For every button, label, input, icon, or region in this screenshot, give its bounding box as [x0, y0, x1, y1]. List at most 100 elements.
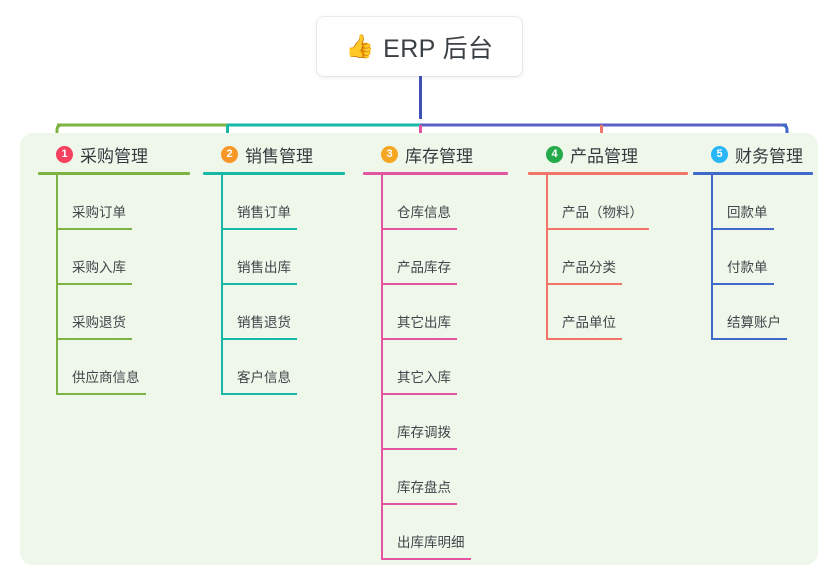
item-label: 其它出库 [397, 315, 451, 330]
connector-left-elbow [55, 123, 63, 160]
list-item[interactable]: 产品库存 [363, 230, 508, 285]
item-rule [381, 228, 457, 230]
item-label: 库存盘点 [397, 480, 451, 495]
column-spine-product [546, 175, 548, 340]
list-item[interactable]: 销售订单 [203, 175, 345, 230]
column-badge-1: 1 [56, 145, 73, 163]
list-item[interactable]: 销售出库 [203, 230, 345, 285]
item-label: 客户信息 [237, 370, 291, 385]
list-item[interactable]: 采购订单 [38, 175, 190, 230]
item-label: 销售出库 [237, 260, 291, 275]
item-rule [56, 228, 132, 230]
column-items-finance: 回款单 付款单 结算账户 [693, 175, 813, 340]
list-item[interactable]: 库存调拨 [363, 395, 508, 450]
item-label: 库存调拨 [397, 425, 451, 440]
item-rule [711, 283, 774, 285]
column-header-finance[interactable]: 5 财务管理 [693, 141, 813, 167]
item-rule [221, 338, 297, 340]
item-rule [221, 283, 297, 285]
column-items-sales: 销售订单 销售出库 销售退货 客户信息 [203, 175, 345, 395]
list-item[interactable]: 客户信息 [203, 340, 345, 395]
thumbs-up-icon: 👍 [345, 33, 375, 59]
column-purchase: 1 采购管理 采购订单 采购入库 采购退货 供应商信 [38, 141, 190, 395]
root-node-card[interactable]: 👍 ERP 后台 [317, 17, 522, 76]
list-item[interactable]: 销售退货 [203, 285, 345, 340]
column-header-product[interactable]: 4 产品管理 [528, 141, 688, 167]
list-item[interactable]: 采购退货 [38, 285, 190, 340]
column-header-sales[interactable]: 2 销售管理 [203, 141, 345, 167]
column-inventory: 3 库存管理 仓库信息 产品库存 其它出库 其它入库 [363, 141, 508, 560]
list-item[interactable]: 付款单 [693, 230, 813, 285]
column-rule-finance [693, 172, 813, 175]
item-rule [381, 283, 457, 285]
item-label: 其它入库 [397, 370, 451, 385]
column-spine-sales [221, 175, 223, 395]
list-item[interactable]: 其它入库 [363, 340, 508, 395]
list-item[interactable]: 供应商信息 [38, 340, 190, 395]
item-rule [381, 448, 457, 450]
item-label: 销售退货 [237, 315, 291, 330]
root-node-content: 👍 ERP 后台 [346, 29, 494, 65]
column-badge-2: 2 [221, 145, 238, 163]
item-rule [381, 503, 457, 505]
connector-right-elbow [781, 123, 789, 160]
item-label: 仓库信息 [397, 205, 451, 220]
item-rule [546, 338, 622, 340]
column-rule-inventory [363, 172, 508, 175]
item-rule [711, 338, 787, 340]
list-item[interactable]: 库存盘点 [363, 450, 508, 505]
item-label: 出库库明细 [397, 535, 465, 550]
item-label: 采购订单 [72, 205, 126, 220]
list-item[interactable]: 采购入库 [38, 230, 190, 285]
column-spine-purchase [56, 175, 58, 395]
item-label: 采购入库 [72, 260, 126, 275]
item-label: 产品单位 [562, 315, 616, 330]
list-item[interactable]: 产品（物料） [528, 175, 688, 230]
item-label: 结算账户 [727, 315, 781, 330]
item-rule [546, 228, 649, 230]
list-item[interactable]: 产品单位 [528, 285, 688, 340]
list-item[interactable]: 回款单 [693, 175, 813, 230]
item-rule [546, 283, 622, 285]
column-header-purchase[interactable]: 1 采购管理 [38, 141, 190, 167]
page-title: ERP 后台 [383, 34, 494, 63]
item-rule [221, 393, 297, 395]
list-item[interactable]: 结算账户 [693, 285, 813, 340]
column-items-product: 产品（物料） 产品分类 产品单位 [528, 175, 688, 340]
item-rule [56, 338, 132, 340]
column-items-purchase: 采购订单 采购入库 采购退货 供应商信息 [38, 175, 190, 395]
item-rule [381, 558, 471, 560]
item-label: 产品分类 [562, 260, 616, 275]
item-rule [711, 228, 774, 230]
column-header-inventory[interactable]: 3 库存管理 [363, 141, 508, 167]
item-label: 采购退货 [72, 315, 126, 330]
column-product: 4 产品管理 产品（物料） 产品分类 产品单位 [528, 141, 688, 340]
column-title-product: 产品管理 [570, 146, 638, 166]
item-rule [56, 283, 132, 285]
item-label: 付款单 [727, 260, 768, 275]
item-label: 产品（物料） [562, 205, 643, 220]
column-finance: 5 财务管理 回款单 付款单 结算账户 [693, 141, 813, 340]
list-item[interactable]: 出库库明细 [363, 505, 508, 560]
item-label: 销售订单 [237, 205, 291, 220]
column-items-inventory: 仓库信息 产品库存 其它出库 其它入库 库存调拨 [363, 175, 508, 560]
column-sales: 2 销售管理 销售订单 销售出库 销售退货 客户信息 [203, 141, 345, 395]
column-rule-purchase [38, 172, 190, 175]
list-item[interactable]: 产品分类 [528, 230, 688, 285]
item-rule [381, 393, 457, 395]
column-title-purchase: 采购管理 [80, 146, 148, 166]
column-rule-product [528, 172, 688, 175]
column-badge-3: 3 [381, 145, 398, 163]
list-item[interactable]: 仓库信息 [363, 175, 508, 230]
item-rule [56, 393, 146, 395]
column-badge-4: 4 [546, 145, 563, 163]
column-title-inventory: 库存管理 [405, 146, 473, 166]
item-label: 回款单 [727, 205, 768, 220]
item-rule [381, 338, 457, 340]
column-rule-sales [203, 172, 345, 175]
list-item[interactable]: 其它出库 [363, 285, 508, 340]
item-label: 供应商信息 [72, 370, 140, 385]
